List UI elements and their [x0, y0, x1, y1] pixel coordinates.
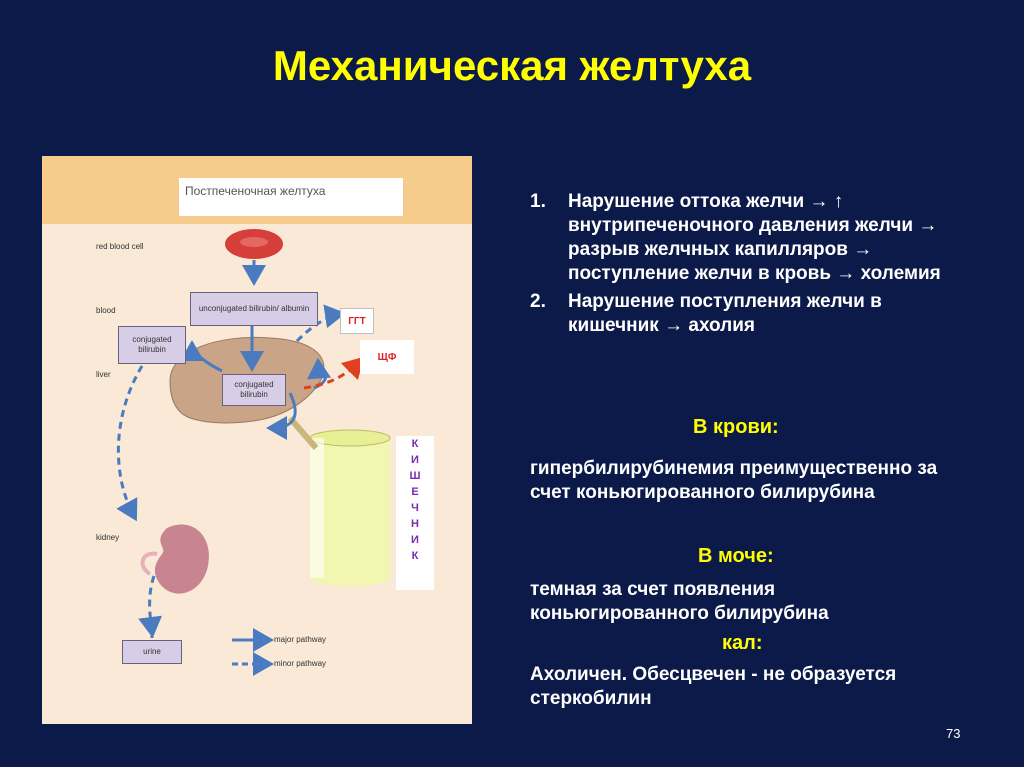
intestine-letter: Н — [411, 518, 419, 530]
list-item-text: Нарушение оттока желчи → ↑ внутрипеченоч… — [568, 191, 941, 284]
legend-major-pathway: major pathway — [274, 635, 327, 644]
mechanism-list: 1. Нарушение оттока желчи → ↑ внутрипече… — [530, 190, 970, 342]
bilirubin-diagram: Постпеченочная желтуха — [42, 156, 472, 724]
urine-box: urine — [122, 640, 182, 664]
label-blood: blood — [96, 306, 116, 315]
label-red-blood-cell: red blood cell — [96, 242, 144, 251]
conjugated-bilirubin-liver-box: conjugated bilirubin — [222, 374, 286, 406]
intestine-letter: И — [411, 454, 419, 466]
intestine-letter: Ш — [409, 470, 421, 482]
page-number: 73 — [946, 726, 961, 741]
diagram-title: Постпеченочная желтуха — [179, 178, 403, 216]
enzyme-ggt-label: ГГТ — [340, 308, 374, 334]
stool-heading: кал: — [722, 632, 763, 654]
blood-text: гипербилирубинемия преимущественно за сч… — [530, 458, 938, 503]
urine-heading: В моче: — [698, 545, 774, 567]
intestine-letter: Ч — [411, 502, 419, 514]
stool-text: Ахоличен. Обесцвечен - не образуется сте… — [530, 664, 897, 709]
label-kidney: kidney — [96, 533, 120, 542]
slide-title: Механическая желтуха — [272, 42, 752, 89]
list-item: 1. Нарушение оттока желчи → ↑ внутрипече… — [530, 190, 970, 286]
unconjugated-bilirubin-box: unconjugated bilirubin/ albumin — [190, 292, 318, 326]
list-item-number: 1. — [530, 191, 546, 212]
intestine-letter: Е — [411, 486, 419, 498]
intestine-letter: К — [411, 550, 419, 562]
blood-heading: В крови: — [693, 416, 779, 438]
list-item: 2. Нарушение поступления желчи в кишечни… — [530, 290, 970, 338]
intestine-letter: К — [411, 438, 419, 450]
enzyme-alp-label: ЩФ — [360, 340, 414, 374]
intestine-letter: И — [411, 534, 419, 546]
kidney-icon — [154, 524, 209, 594]
intestine-label: К И Ш Е Ч Н И К — [396, 436, 434, 590]
urine-text: темная за счет появления коньюгированног… — [530, 579, 829, 624]
list-item-text: Нарушение поступления желчи в кишечник →… — [568, 291, 882, 336]
conjugated-bilirubin-blood-box: conjugated bilirubin — [118, 326, 186, 364]
legend-minor-pathway: minor pathway — [274, 659, 327, 668]
list-item-number: 2. — [530, 291, 546, 312]
label-liver: liver — [96, 370, 111, 379]
